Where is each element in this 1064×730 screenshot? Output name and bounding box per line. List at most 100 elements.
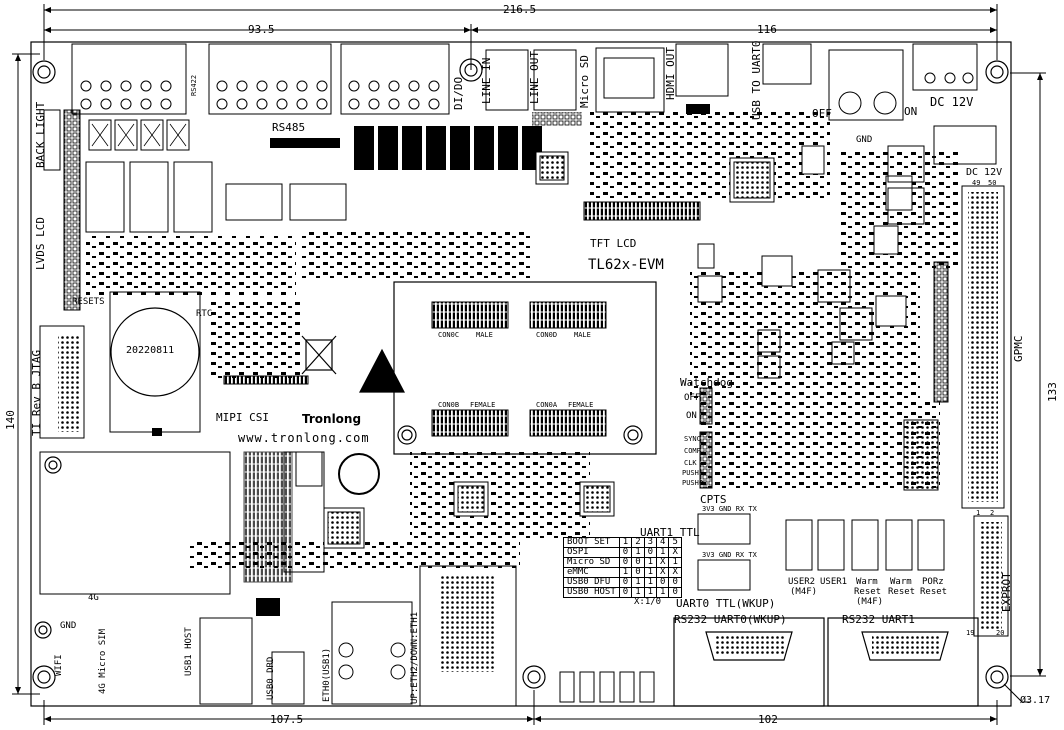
label-rs485: RS485 xyxy=(272,121,306,134)
label-usb1-host: USB1 HOST xyxy=(184,627,194,676)
dim-hole: Ø3.17 xyxy=(1020,695,1051,706)
boot-cell: 0 xyxy=(631,567,645,578)
label-dc12v-terminal: DC 12V xyxy=(966,167,1003,178)
label-power-on: ON xyxy=(904,105,918,118)
dim-bottom-right: 102 xyxy=(758,713,778,726)
label-user2: USER2 xyxy=(788,577,816,587)
boot-cell: 1 xyxy=(656,587,670,598)
pin-1: 1 xyxy=(976,509,981,517)
label-uart0-ttl: UART0 TTL(WKUP) xyxy=(676,597,776,610)
boot-cell: Micro SD xyxy=(563,557,620,568)
label-rs232-uart1: RS232 UART1 xyxy=(842,613,915,626)
boot-header-cell: 1 xyxy=(618,537,633,548)
boot-table-header: BOOT SET 1 2 3 4 5 xyxy=(563,537,682,548)
boot-cell: X xyxy=(668,547,682,558)
boot-cell: 1 xyxy=(643,577,658,588)
label-line-out: LINE OUT xyxy=(528,51,541,104)
label-gnd: GND xyxy=(60,621,77,631)
label-cpts-comp: COMP xyxy=(684,447,701,455)
label-cpts-clk: CLK xyxy=(684,459,697,467)
label-mipi-csi: MIPI CSI xyxy=(216,411,269,424)
boot-cell: 0 xyxy=(631,557,645,568)
label-rs232-uart0: RS232 UART0(WKUP) xyxy=(674,613,787,626)
label-micro-sim: 4G Micro SIM xyxy=(98,628,108,694)
label-usb-to-uart0: USB TO UART0 xyxy=(750,40,763,120)
boot-cell: X xyxy=(668,567,682,578)
dim-width-total: 216.5 xyxy=(503,3,537,16)
label-line-in: LINE IN xyxy=(480,57,493,104)
boot-cell: 1 xyxy=(656,547,670,558)
label-jtag: TI Rev B JTAG xyxy=(30,349,43,436)
dim-width-right: 116 xyxy=(757,23,777,36)
label-4g: 4G xyxy=(88,593,99,603)
boot-cell: 1 xyxy=(668,557,682,568)
label-dc12v-jack: DC 12V xyxy=(930,95,974,109)
label-warm-reset-m4f-3: (M4F) xyxy=(856,597,884,607)
boot-header-cell: 4 xyxy=(656,537,670,548)
boot-cell: 1 xyxy=(631,577,645,588)
boot-header-cell: 3 xyxy=(643,537,658,548)
boot-table-row: OSPI 0 1 0 1 X xyxy=(563,547,682,558)
label-con0d: CON0D xyxy=(536,331,558,339)
dim-height-total: 140 xyxy=(4,410,17,430)
boot-cell: 0 xyxy=(643,547,658,558)
label-warm-reset-m4f-2: Reset xyxy=(854,587,882,597)
label-rtc: RTC xyxy=(196,309,213,319)
label-warm-reset-2: Reset xyxy=(888,587,916,597)
label-porz: PORz xyxy=(922,577,944,587)
dimension-lines xyxy=(12,4,1046,725)
pin-19: 19 xyxy=(966,629,975,637)
label-warm-reset: Warm xyxy=(890,577,912,587)
label-con0c-male: MALE xyxy=(476,331,493,339)
boot-table-row: eMMC 1 0 1 X X xyxy=(563,567,682,578)
boot-cell: 0 xyxy=(618,587,633,598)
dim-height-right: 133 xyxy=(1046,382,1059,402)
label-boot-legend: X:1/0 xyxy=(634,597,662,607)
boot-header-cell: BOOT SET xyxy=(563,537,620,548)
label-di-do: DI/DO xyxy=(452,76,465,110)
boot-cell: OSPI xyxy=(563,547,620,558)
label-con0b-female: FEMALE xyxy=(470,401,496,409)
pin-2: 2 xyxy=(990,509,995,517)
label-power-off: OFF xyxy=(812,107,832,120)
label-tft-lcd: TFT LCD xyxy=(590,237,637,250)
label-eth0: ETH0(USB1) xyxy=(322,647,332,702)
boot-cell: 0 xyxy=(656,577,670,588)
pin-50: 50 xyxy=(988,179,997,187)
label-uart1-ttl: UART1 TTL xyxy=(640,526,700,539)
boot-header-cell: 2 xyxy=(631,537,645,548)
boot-cell: 1 xyxy=(631,587,645,598)
label-rs422: RS422 xyxy=(190,74,198,96)
label-wifi: WIFI xyxy=(54,654,64,676)
boot-table-row: USB0 DFU 0 1 1 0 0 xyxy=(563,577,682,588)
boot-cell: eMMC xyxy=(563,567,620,578)
label-gnd-top: GND xyxy=(856,135,873,145)
boot-cell: 0 xyxy=(668,577,682,588)
label-lvds-lcd: LVDS LCD xyxy=(34,217,47,270)
label-hdmi-out: HDMI OUT xyxy=(664,47,677,100)
boot-cell: X xyxy=(656,567,670,578)
boot-cell: 1 xyxy=(618,567,633,578)
label-resets: RESETS xyxy=(72,297,105,307)
label-ttl-pins-uart0: 3V3 GND RX TX xyxy=(702,551,757,559)
boot-cell: 0 xyxy=(668,587,682,598)
label-cpts-sync: SYNC xyxy=(684,435,701,443)
battery-date-code: 20220811 xyxy=(126,345,175,356)
label-user1: USER1 xyxy=(820,577,848,587)
pin-49: 49 xyxy=(972,179,981,187)
boot-cell: 1 xyxy=(643,557,658,568)
label-con0d-male: MALE xyxy=(574,331,591,339)
pin-20: 20 xyxy=(996,629,1005,637)
label-exprot: EXPROT xyxy=(1000,572,1013,612)
label-warm-reset-m4f: Warm xyxy=(856,577,878,587)
label-micro-sd: Micro SD xyxy=(578,55,591,108)
boot-cell: 1 xyxy=(643,587,658,598)
label-ttl-pins-uart1: 3V3 GND RX TX xyxy=(702,505,757,513)
label-con0a-female: FEMALE xyxy=(568,401,594,409)
board-name: TL62x-EVM xyxy=(588,257,664,273)
label-con0a: CON0A xyxy=(536,401,558,409)
website: www.tronlong.com xyxy=(238,431,370,445)
boot-header-cell: 5 xyxy=(668,537,682,548)
label-watchdog-off: OFF xyxy=(684,393,701,403)
